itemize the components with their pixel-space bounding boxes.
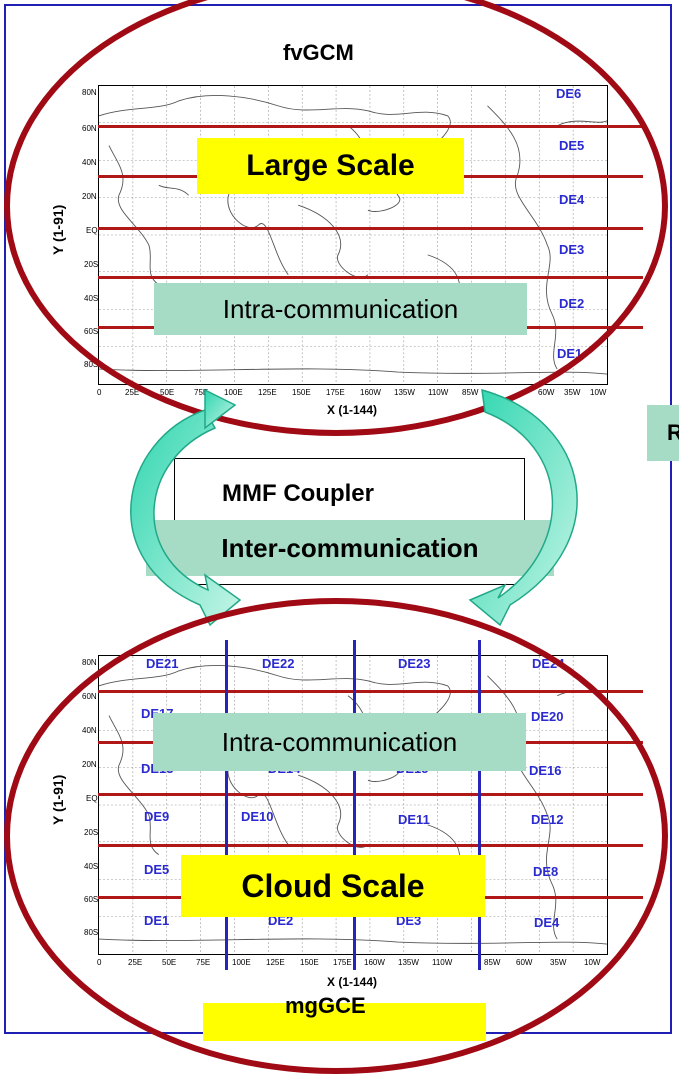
top-lon-tick: 60W [538,388,555,397]
top-lat-tick: EQ [86,226,98,235]
top-scale-label: Large Scale [197,138,464,194]
top-map-coastlines [99,86,607,384]
top-domain-label: DE5 [559,138,585,153]
bottom-lat-tick: 80S [84,928,99,937]
top-lon-tick: 150E [292,388,311,397]
bottom-row-divider [98,793,643,796]
bottom-scale-label: Cloud Scale [181,855,485,917]
top-lon-tick: 50E [160,388,175,397]
top-domain-label: DE6 [556,86,582,101]
bottom-intra-comm-label: Intra-communication [153,713,526,771]
bottom-lon-tick: 10W [584,958,601,967]
bottom-lat-tick: 60N [82,692,97,701]
top-title: fvGCM [283,40,354,65]
bottom-lat-tick: 20N [82,760,97,769]
bottom-domain-label: DE23 [398,656,431,671]
bottom-lon-tick: 35W [550,958,567,967]
bottom-lat-tick: 40N [82,726,97,735]
bottom-lat-tick: 20S [84,828,99,837]
top-lon-tick: 160W [360,388,381,397]
top-lat-tick: 80S [84,360,99,369]
top-row-divider [98,125,643,128]
top-row-divider [98,227,643,230]
bottom-lon-tick: 50E [162,958,177,967]
bottom-domain-label: DE8 [533,864,559,879]
coupler-label: MMF Coupler [222,480,374,507]
bottom-lon-tick: 75E [196,958,211,967]
bottom-domain-label: DE1 [144,913,170,928]
top-lon-tick: 25E [125,388,140,397]
bottom-lon-tick: 100E [232,958,251,967]
bottom-lon-tick: 160W [364,958,385,967]
top-lat-tick: 40S [84,294,99,303]
bottom-y-axis-label: Y (1-91) [50,774,66,825]
top-lon-tick: 125E [258,388,277,397]
top-y-axis-label: Y (1-91) [50,204,66,255]
top-lat-tick: 40N [82,158,97,167]
bottom-title: mgGCE [285,993,366,1018]
bottom-domain-label: DE16 [529,763,562,778]
bottom-lon-tick: 175E [333,958,352,967]
bottom-column-divider [478,640,481,970]
top-lon-tick: 10W [590,388,607,397]
bottom-domain-label: DE12 [531,812,564,827]
bottom-domain-label: DE20 [531,709,564,724]
bottom-lon-tick: 0 [97,958,102,967]
bottom-domain-label: DE22 [262,656,295,671]
bottom-domain-label: DE11 [398,812,430,827]
bottom-domain-label: DE4 [534,915,560,930]
bottom-column-divider [353,640,356,970]
bottom-domain-label: DE24 [532,656,565,671]
top-map [98,85,608,385]
bottom-row-divider [98,844,643,847]
top-domain-label: DE4 [559,192,585,207]
top-lon-tick: 0 [97,388,102,397]
top-x-axis-label: X (1-144) [327,403,378,417]
top-lon-tick: 75E [194,388,209,397]
top-lat-tick: 60S [84,327,99,336]
bottom-lat-tick: 80N [82,658,97,667]
bottom-domain-label: DE10 [241,809,274,824]
top-domain-label: DE2 [559,296,585,311]
bottom-lon-tick: 60W [516,958,533,967]
bottom-lat-tick: 60S [84,895,99,904]
top-domain-label: DE3 [559,242,585,257]
top-lat-tick: 60N [82,124,97,133]
top-lat-tick: 80N [82,88,97,97]
bottom-row-divider [98,690,643,693]
bottom-domain-label: DE21 [146,656,179,671]
top-lon-tick: 85W [462,388,479,397]
bottom-lat-tick: EQ [86,794,98,803]
bottom-domain-label: DE5 [144,862,170,877]
top-lon-tick: 110W [428,388,449,397]
top-lon-tick: 135W [394,388,415,397]
bottom-lon-tick: 135W [398,958,419,967]
top-lat-tick: 20S [84,260,99,269]
top-lon-tick: 100E [224,388,243,397]
bottom-lat-tick: 40S [84,862,99,871]
top-lon-tick: 175E [326,388,345,397]
bottom-title-highlight [203,1003,486,1041]
top-intra-comm-label: Intra-communication [154,283,527,335]
bottom-lon-tick: 25E [128,958,143,967]
bottom-x-axis-label: X (1-144) [327,975,378,989]
bottom-lon-tick: 150E [300,958,319,967]
right-partial-label: R [647,405,679,461]
top-lat-tick: 20N [82,192,97,201]
bottom-lon-tick: 85W [484,958,501,967]
bottom-domain-label: DE9 [144,809,170,824]
top-lon-tick: 35W [564,388,581,397]
bottom-column-divider [225,640,228,970]
bottom-lon-tick: 110W [432,958,453,967]
top-domain-label: DE1 [557,346,583,361]
inter-comm-label: Inter-communication [146,520,554,576]
bottom-lon-tick: 125E [266,958,285,967]
top-row-divider [98,276,643,279]
